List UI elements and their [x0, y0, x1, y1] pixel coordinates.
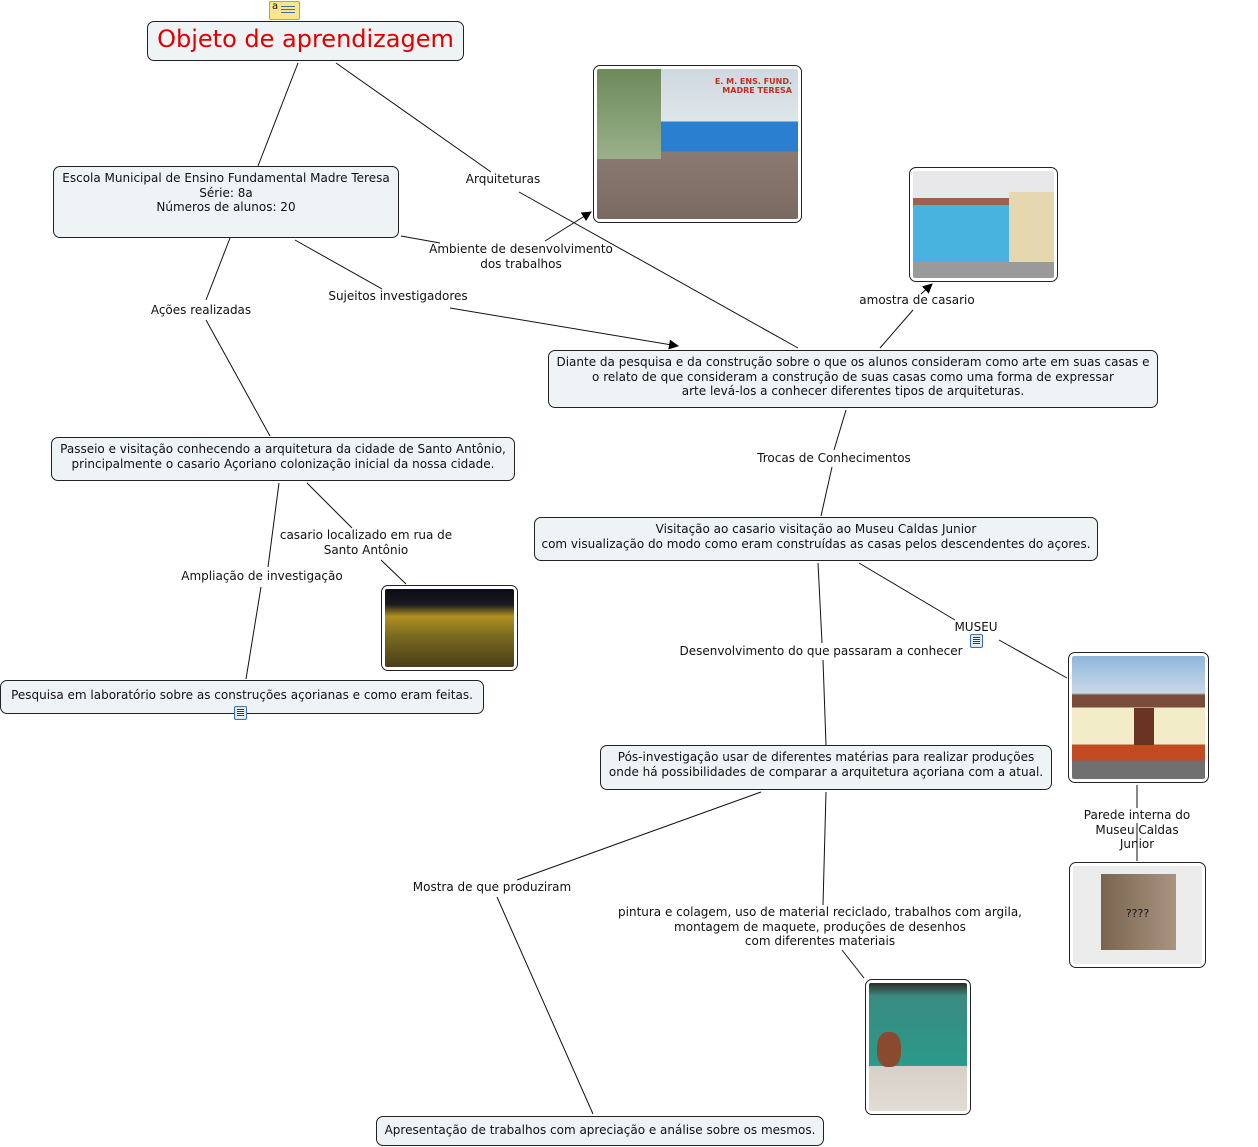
link-line: [920, 283, 933, 295]
link-line: [516, 791, 762, 881]
link-line: [518, 191, 799, 349]
annotation-note-icon[interactable]: a: [269, 1, 300, 20]
link-line: [820, 466, 833, 517]
resource-icon[interactable]: [970, 634, 983, 648]
image-school-madre-teresa[interactable]: E. M. ENS. FUND. MADRE TERESA: [593, 65, 802, 223]
link-label-parede[interactable]: Parede interna do Museu Caldas Junior: [1083, 808, 1191, 851]
image-maquete[interactable]: [865, 979, 971, 1115]
link-label-sujeitos[interactable]: Sujeitos investigadores: [328, 289, 468, 303]
link-line: [267, 482, 280, 568]
link-label-desenvolvimento[interactable]: Desenvolvimento do que passaram a conhec…: [679, 644, 963, 658]
link-label-mostra[interactable]: Mostra de que produziram: [412, 880, 572, 894]
link-line: [822, 791, 827, 906]
wall-caption: ????: [1125, 907, 1150, 921]
link-label-trocas[interactable]: Trocas de Conhecimentos: [757, 451, 911, 465]
link-line: [245, 586, 262, 680]
link-line: [998, 639, 1068, 679]
link-line: [841, 949, 865, 979]
link-line: [205, 319, 271, 437]
concept-pos-investigacao[interactable]: Pós-investigação usar de diferentes maté…: [600, 745, 1052, 790]
image-parede-interna[interactable]: ????: [1069, 862, 1206, 968]
link-label-casario-rua[interactable]: casario localizado em rua de Santo Antôn…: [279, 528, 453, 557]
image-casario[interactable]: [909, 167, 1058, 282]
link-label-acoes[interactable]: Ações realizadas: [150, 303, 252, 317]
link-line: [205, 237, 231, 301]
concept-objeto-de-aprendizagem[interactable]: Objeto de aprendizagem: [147, 21, 464, 61]
concept-escola[interactable]: Escola Municipal de Ensino Fundamental M…: [53, 166, 399, 238]
concept-diante[interactable]: Diante da pesquisa e da construção sobre…: [548, 350, 1158, 408]
school-sign-text: E. M. ENS. FUND. MADRE TERESA: [714, 77, 792, 95]
link-line: [257, 62, 299, 167]
link-line: [544, 211, 592, 242]
resource-icon[interactable]: [234, 706, 247, 720]
link-label-pintura[interactable]: pintura e colagem, uso de material recic…: [618, 905, 1022, 948]
link-line: [822, 659, 827, 746]
link-line: [449, 307, 679, 350]
link-label-museu[interactable]: MUSEU: [954, 620, 998, 634]
link-line: [879, 309, 914, 349]
link-label-ampliacao[interactable]: Ampliação de investigação: [181, 569, 343, 583]
link-label-amostra[interactable]: amostra de casario: [859, 293, 975, 307]
image-night-street[interactable]: [381, 585, 518, 671]
link-label-arquiteturas[interactable]: Arquiteturas: [465, 172, 541, 186]
link-line: [858, 562, 956, 621]
link-line: [496, 896, 594, 1115]
link-line: [817, 562, 823, 644]
link-line: [294, 239, 383, 290]
link-line: [380, 559, 407, 585]
link-line: [400, 235, 441, 244]
concept-visitacao[interactable]: Visitação ao casario visitação ao Museu …: [534, 517, 1098, 561]
link-line: [833, 409, 847, 451]
concept-apresentacao[interactable]: Apresentação de trabalhos com apreciação…: [376, 1116, 824, 1146]
concept-passeio[interactable]: Passeio e visitação conhecendo a arquite…: [51, 437, 515, 481]
link-line: [306, 482, 353, 529]
image-museu-caldas-junior[interactable]: [1068, 652, 1209, 783]
link-label-ambiente[interactable]: Ambiente de desenvolvimento dos trabalho…: [429, 242, 613, 271]
link-line: [335, 62, 492, 173]
